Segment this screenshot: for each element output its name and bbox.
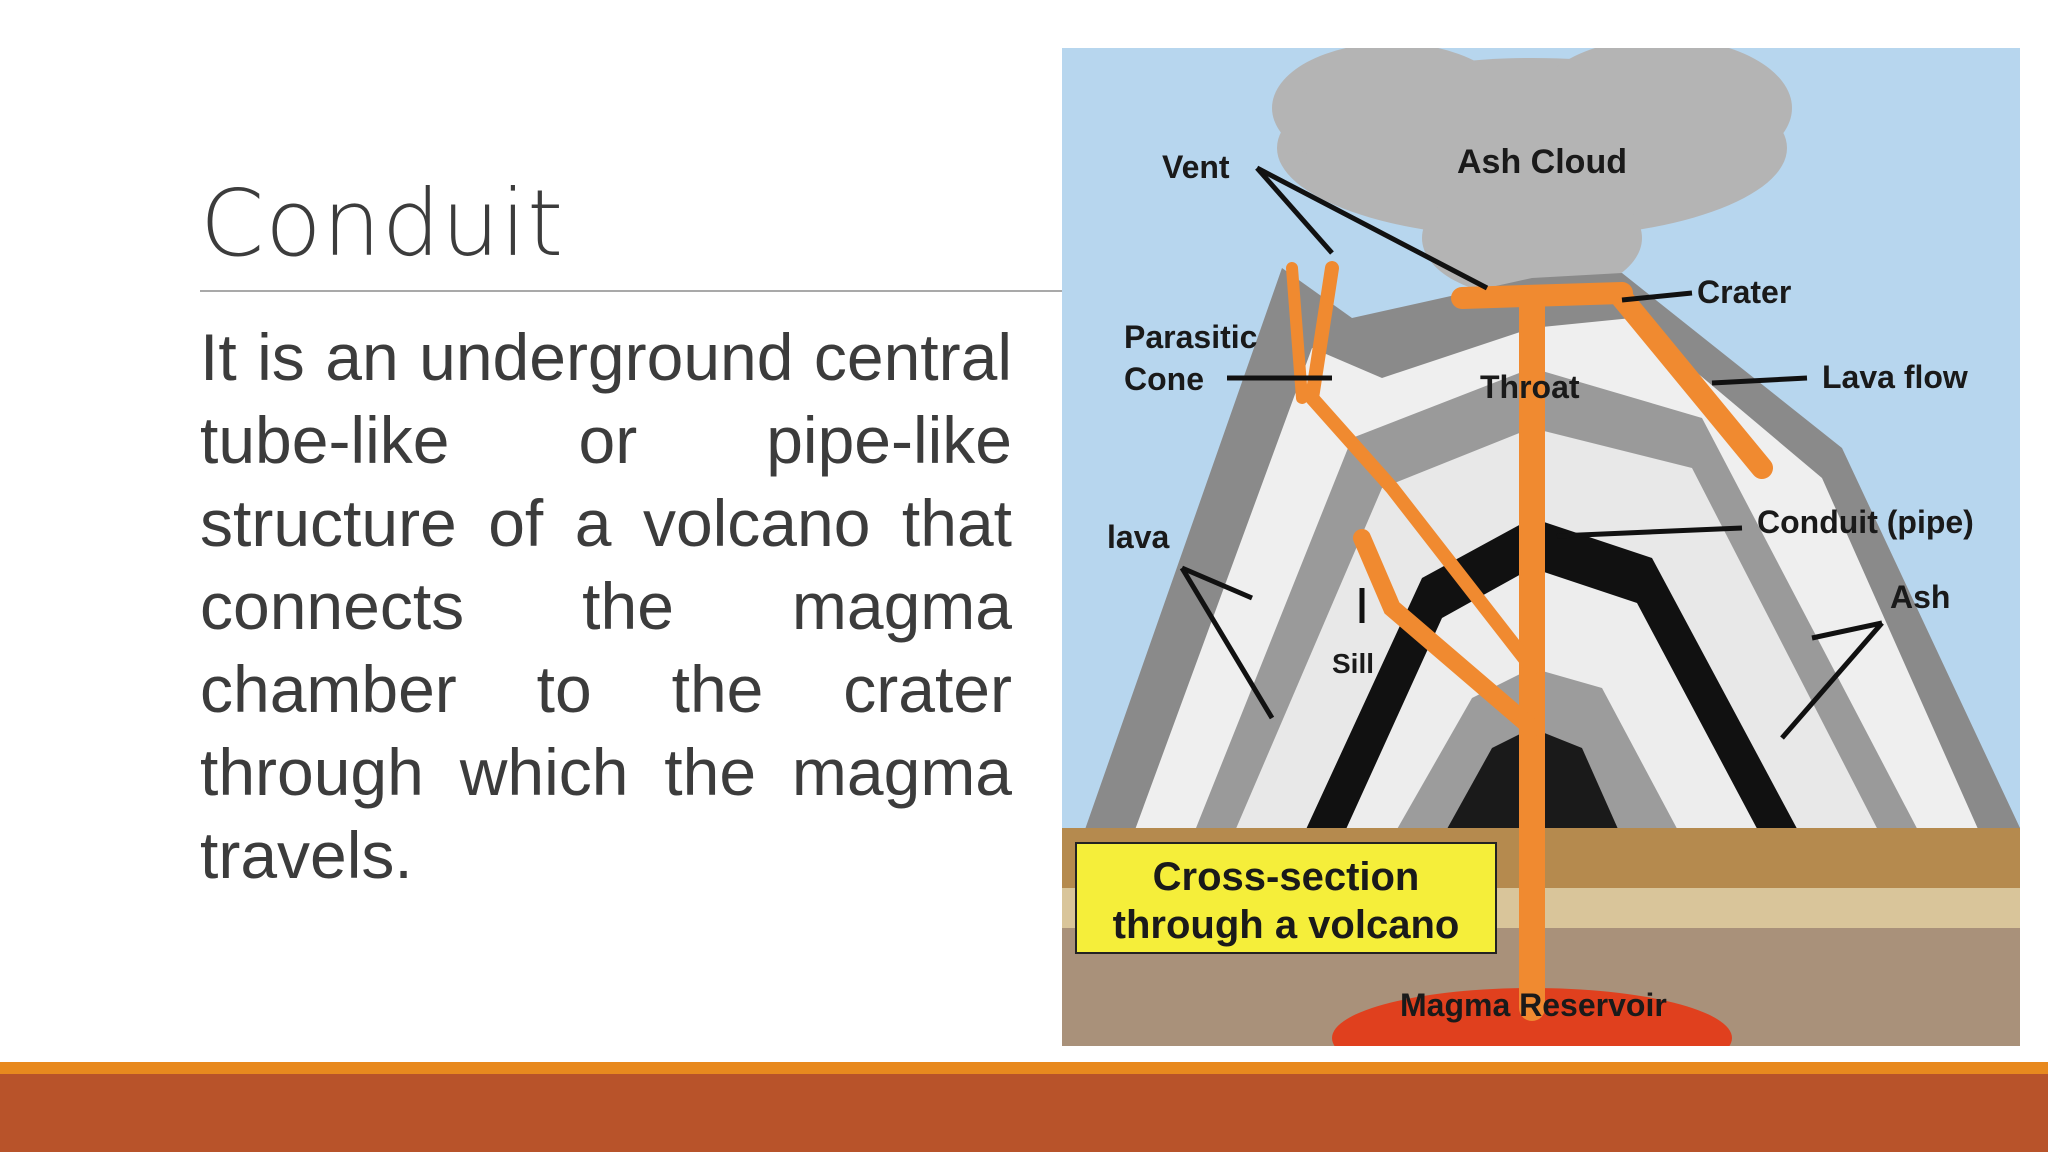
footer-band (0, 1074, 2048, 1152)
label-lava-flow: Lava flow (1822, 359, 1968, 395)
label-vent: Vent (1162, 149, 1230, 185)
label-throat: Throat (1480, 369, 1580, 405)
slide-body-text: It is an underground central tube-like o… (200, 320, 1012, 892)
title-divider (200, 290, 1062, 292)
volcano-diagram: Vent Ash Cloud Crater Parasitic Cone Thr… (1062, 48, 2020, 1046)
label-sill: Sill (1332, 648, 1374, 679)
label-crater: Crater (1697, 274, 1791, 310)
label-ash: Ash (1890, 579, 1950, 615)
diagram-arrows (1179, 165, 1884, 740)
label-ash-cloud: Ash Cloud (1457, 143, 1627, 181)
label-magma-reservoir: Magma Reservoir (1400, 987, 1667, 1023)
label-lava: lava (1107, 519, 1169, 555)
lava-paths (1286, 261, 1773, 1021)
label-parasitic: Parasitic (1124, 319, 1257, 355)
caption-line-2: through a volcano (1113, 903, 1460, 947)
slide-title: Conduit (200, 170, 565, 277)
ash-cloud-shape (1272, 48, 1792, 298)
label-cone: Cone (1124, 361, 1204, 397)
caption-box (1075, 842, 1497, 954)
caption-line-1: Cross-section (1153, 855, 1420, 899)
footer-accent-line (0, 1062, 2048, 1074)
label-conduit-pipe: Conduit (pipe) (1757, 504, 1974, 540)
